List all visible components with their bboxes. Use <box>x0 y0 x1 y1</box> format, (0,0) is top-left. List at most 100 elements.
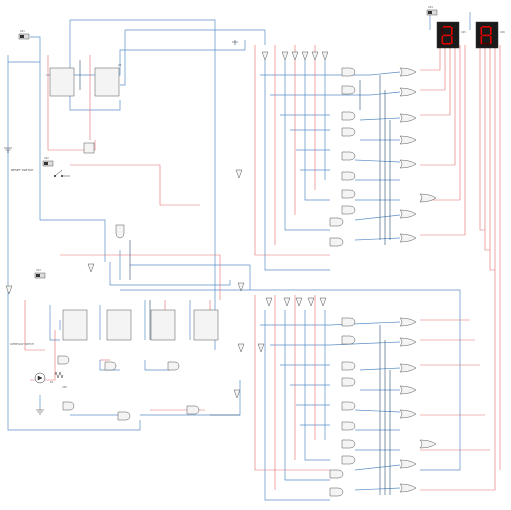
and-gate-icon <box>62 401 75 411</box>
and-gate-icon <box>329 469 344 479</box>
and-gate-icon <box>115 224 125 239</box>
not-gate-icon <box>235 169 243 179</box>
and-gate-icon <box>341 335 356 345</box>
d-flip-flop-bottom <box>62 309 219 341</box>
seven-segment-display-u26: U26 <box>475 21 505 49</box>
and-gate-icon <box>329 237 344 247</box>
display-label: U25 <box>461 31 466 34</box>
not-gate-icon <box>295 297 303 307</box>
not-gate-icon <box>311 51 319 61</box>
toggle-switch-u21[interactable]: U21 <box>18 30 30 40</box>
switch-knob <box>428 11 432 14</box>
and-gate-icon <box>341 317 356 327</box>
and-gate-icon <box>341 85 356 95</box>
and-gate-icon <box>329 217 344 227</box>
or-gates-bottom <box>399 317 437 493</box>
not-gate-icon <box>283 297 291 307</box>
wires-red <box>24 45 501 491</box>
and-gate-icon <box>57 355 70 365</box>
and-gate-icon <box>104 361 117 371</box>
reset-switch-label: RESET SWITCH <box>11 168 33 172</box>
overflow-section: OVERFLOW SWITCH R1 U20 <box>4 41 238 415</box>
seven-segment-display-u25: U25 <box>436 21 466 49</box>
not-gate-icon <box>307 297 315 307</box>
and-gate-icon <box>341 401 356 411</box>
or-gate-icon <box>399 483 417 493</box>
switch-knob <box>44 162 48 165</box>
or-gate-icon <box>419 193 437 203</box>
not-gate-icon <box>281 51 289 61</box>
or-gate-icon <box>399 385 417 395</box>
push-button-icon <box>53 169 70 178</box>
ground-icon <box>4 41 238 415</box>
mid-logic <box>57 224 200 421</box>
switch-knob <box>20 35 24 38</box>
or-gate-icon <box>419 439 437 449</box>
component-labels: U2 <box>118 64 122 67</box>
switch-label: U24 <box>428 6 433 9</box>
not-gate-icon <box>319 297 327 307</box>
d-flip-flop-icon <box>62 309 88 341</box>
not-gate-icon <box>301 51 309 61</box>
d-flip-flop-icon <box>94 67 120 97</box>
u2-label: U2 <box>118 64 122 67</box>
or-gate-icon <box>399 363 417 373</box>
and-gate-icon <box>341 421 356 431</box>
overflow-switch-label: OVERFLOW SWITCH <box>10 343 34 346</box>
d-flip-flop-icon <box>49 67 75 97</box>
or-gate-icon <box>399 67 417 77</box>
and-gate-icon <box>341 455 356 465</box>
display-label: U26 <box>500 31 505 34</box>
toggle-switch-u23[interactable]: U23 <box>34 269 46 279</box>
not-gate-icon <box>261 51 269 61</box>
or-gate-icon <box>399 409 417 419</box>
d-flip-flop-top-1 <box>49 67 120 97</box>
or-gate-icon <box>399 209 417 219</box>
or-gate-icon <box>399 459 417 469</box>
d-flip-flop-icon <box>193 309 219 341</box>
clock-junction <box>83 142 95 154</box>
and-gate-icon <box>341 127 356 137</box>
or-gate-icon <box>399 159 417 169</box>
and-gates-top <box>329 67 356 247</box>
wires-blue <box>7 12 471 501</box>
or-gate-icon <box>399 317 417 327</box>
and-gate-icon <box>117 411 131 421</box>
d-flip-flop-icon <box>150 309 176 341</box>
toggle-switch-u24[interactable]: U24 <box>426 6 438 16</box>
switch-label: U21 <box>20 30 25 33</box>
or-gate-icon <box>399 337 417 347</box>
d-flip-flop-icon <box>106 309 132 341</box>
and-gate-icon <box>167 361 180 371</box>
not-gate-icon <box>257 343 265 353</box>
and-gate-icon <box>329 487 344 497</box>
not-gate-icon <box>5 285 13 295</box>
and-gates-bottom <box>329 317 356 497</box>
not-gate-icon <box>237 282 245 292</box>
not-gate-icon <box>237 343 245 353</box>
switch-label: U23 <box>36 269 41 272</box>
or-gate-icon <box>399 113 417 123</box>
resistor-label: R1 <box>50 381 54 384</box>
switch-knob <box>36 274 40 277</box>
and-gate-icon <box>341 171 356 181</box>
and-gate-icon <box>341 189 356 199</box>
toggle-switch-u22[interactable]: U22 <box>42 157 54 167</box>
reset-switch[interactable]: RESET SWITCH <box>11 168 70 178</box>
not-gate-icon <box>291 51 299 61</box>
and-gate-icon <box>341 111 356 121</box>
not-gate-icon <box>321 51 329 61</box>
and-gate-icon <box>341 67 356 77</box>
u20-label: U20 <box>62 386 67 389</box>
and-gate-icon <box>186 405 200 415</box>
and-gate-icon <box>341 151 356 161</box>
wires-dark <box>79 40 391 495</box>
and-gate-icon <box>341 439 356 449</box>
or-gates-top <box>399 67 437 243</box>
and-gate-icon <box>341 205 356 215</box>
switch-label: U22 <box>44 157 49 160</box>
not-gates-top <box>5 51 329 399</box>
not-gate-icon <box>87 263 95 273</box>
or-gate-icon <box>399 135 417 145</box>
or-gate-icon <box>399 233 417 243</box>
